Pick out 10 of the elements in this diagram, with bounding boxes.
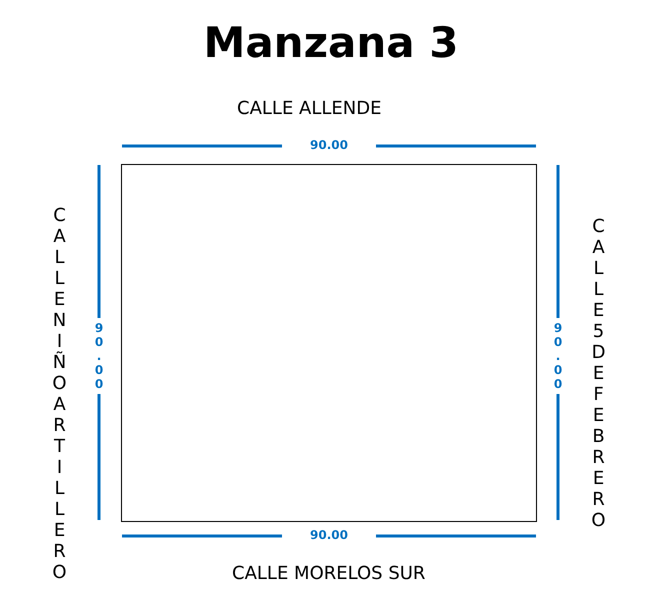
dimension-label: 90.00 — [282, 138, 376, 152]
title: Manzana 3 — [202, 18, 460, 67]
dimension-label: 90.00 — [552, 318, 564, 394]
block-outline — [121, 164, 537, 522]
street-name: CALLENIÑOARTILLERO — [49, 205, 69, 583]
street-name: CALLE MORELOS SUR — [232, 563, 426, 584]
street-name: CALLE5DEFEBRERO — [588, 216, 608, 531]
street-name: CALLE ALLENDE — [237, 98, 382, 119]
dimension-label: 90.00 — [282, 528, 376, 542]
dimension-label: 90.00 — [93, 318, 105, 394]
